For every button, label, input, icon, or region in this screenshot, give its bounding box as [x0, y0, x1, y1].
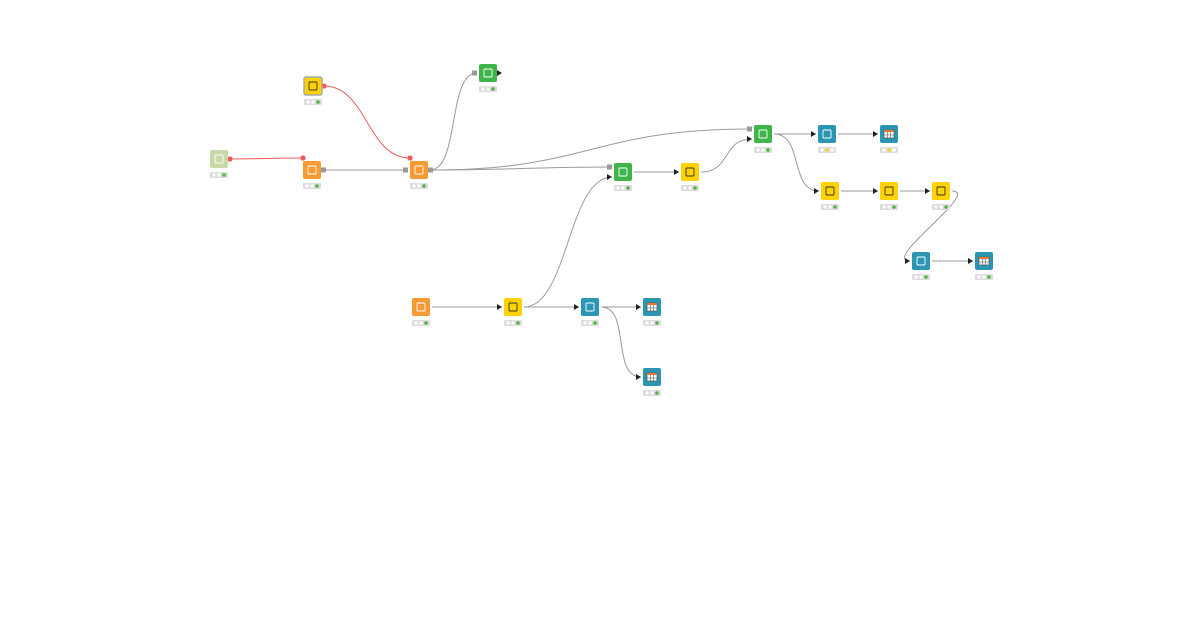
- learner-icon: [758, 129, 768, 139]
- column-filter-icon: [685, 167, 695, 177]
- flowvar-port-icon: [407, 155, 413, 161]
- node-n14[interactable]: [912, 252, 930, 280]
- node-status-indicator: [410, 183, 428, 189]
- connection-n4-n7[interactable]: [429, 166, 613, 171]
- connection-n6-n11[interactable]: [773, 133, 820, 192]
- node-n7[interactable]: [614, 163, 632, 191]
- data-port-icon: [968, 258, 973, 264]
- data-port-icon: [814, 188, 819, 194]
- connection-n8-n6[interactable]: [700, 138, 753, 173]
- nodes: [210, 64, 993, 396]
- node-status-indicator: [304, 99, 322, 105]
- column-filter-icon: [508, 302, 518, 312]
- node-status-indicator: [880, 147, 898, 153]
- node-n13[interactable]: [932, 182, 950, 210]
- connection-n1-n3[interactable]: [229, 157, 304, 160]
- node-n11[interactable]: [821, 182, 839, 210]
- node-n9[interactable]: [818, 125, 836, 153]
- table-view-icon: [646, 302, 658, 312]
- node-n16[interactable]: [412, 298, 430, 326]
- node-status-indicator: [643, 320, 661, 326]
- math-formula-icon: [825, 186, 835, 196]
- connection-n4-n5[interactable]: [429, 72, 478, 171]
- node-status-indicator: [614, 185, 632, 191]
- node-n15[interactable]: [975, 252, 993, 280]
- table-view-icon: [646, 372, 658, 382]
- joiner-icon: [936, 186, 946, 196]
- flowvar-port-icon: [227, 156, 233, 162]
- node-status-indicator: [912, 274, 930, 280]
- node-status-indicator: [303, 183, 321, 189]
- node-n17[interactable]: [504, 298, 522, 326]
- node-n1[interactable]: [210, 150, 228, 178]
- scorer-icon: [822, 129, 832, 139]
- data-port-icon: [873, 131, 878, 137]
- data-port-icon: [811, 131, 816, 137]
- table-view-icon: [978, 256, 990, 266]
- learner-icon: [483, 68, 493, 78]
- db-reader-icon: [307, 165, 317, 175]
- node-n6[interactable]: [754, 125, 772, 153]
- node-status-indicator: [880, 204, 898, 210]
- scorer-icon: [585, 302, 595, 312]
- node-n5[interactable]: [479, 64, 502, 92]
- splitter-icon: [884, 186, 894, 196]
- db-port-icon: [472, 70, 477, 76]
- db-port-icon: [747, 126, 752, 132]
- node-status-indicator: [504, 320, 522, 326]
- db-port-icon: [403, 167, 408, 173]
- node-n18[interactable]: [581, 298, 599, 326]
- data-port-icon: [674, 169, 679, 175]
- node-status-indicator: [975, 274, 993, 280]
- node-status-indicator: [754, 147, 772, 153]
- scorer-icon: [916, 256, 926, 266]
- connection-n13-n14[interactable]: [903, 190, 959, 262]
- data-port-icon: [873, 188, 878, 194]
- db-port-icon: [607, 164, 612, 170]
- node-status-indicator: [681, 185, 699, 191]
- node-n19[interactable]: [643, 298, 661, 326]
- data-port-icon: [497, 304, 502, 310]
- table-view-icon: [883, 129, 895, 139]
- node-status-indicator: [821, 204, 839, 210]
- connections: [227, 70, 973, 380]
- node-n10[interactable]: [880, 125, 898, 153]
- connection-n4-n6[interactable]: [429, 128, 753, 171]
- learner-icon: [618, 167, 628, 177]
- node-status-indicator: [412, 320, 430, 326]
- node-n20[interactable]: [643, 368, 661, 396]
- connection-n2-n4[interactable]: [323, 85, 411, 159]
- data-port-icon: [747, 136, 752, 142]
- node-n12[interactable]: [880, 182, 898, 210]
- node-status-indicator: [479, 86, 497, 92]
- node-status-indicator: [581, 320, 599, 326]
- data-port-icon: [905, 258, 910, 264]
- data-port-icon: [636, 304, 641, 310]
- data-port-icon: [636, 374, 641, 380]
- data-port-icon: [574, 304, 579, 310]
- node-n3[interactable]: [303, 161, 326, 189]
- table-creator-icon: [416, 302, 426, 312]
- flow-variable-icon: [308, 81, 318, 91]
- node-status-indicator: [818, 147, 836, 153]
- node-n4[interactable]: [410, 161, 433, 189]
- node-n2[interactable]: [303, 76, 323, 105]
- data-port-icon: [925, 188, 930, 194]
- db-reader-icon: [414, 165, 424, 175]
- flowvar-port-icon: [300, 155, 306, 161]
- node-status-indicator: [210, 172, 228, 178]
- db-connector-icon: [214, 154, 224, 164]
- connection-n18-n20[interactable]: [600, 306, 642, 378]
- data-port-icon: [607, 174, 612, 180]
- connection-n17-n7[interactable]: [523, 176, 613, 308]
- node-n8[interactable]: [681, 163, 699, 191]
- node-status-indicator: [932, 204, 950, 210]
- node-status-indicator: [643, 390, 661, 396]
